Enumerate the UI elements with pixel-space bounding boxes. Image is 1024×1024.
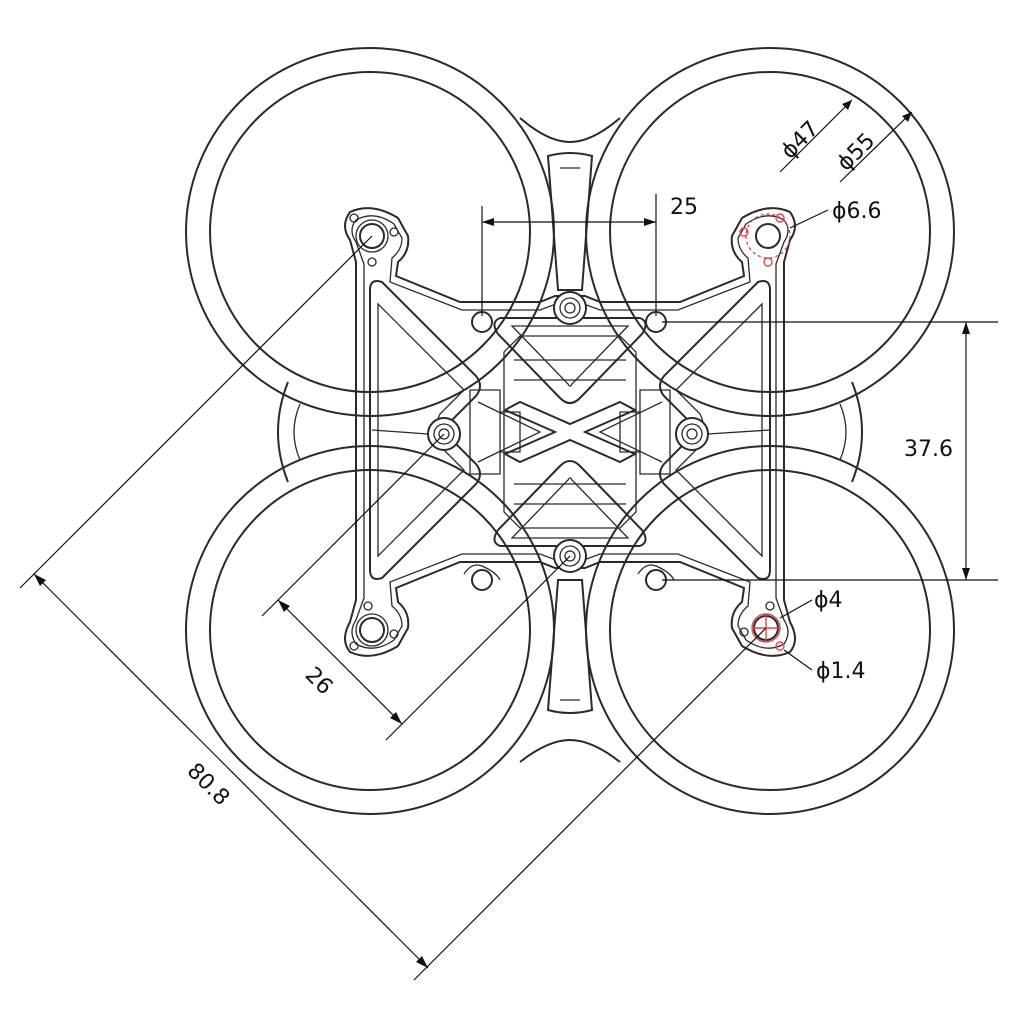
right-inner-bridge	[839, 403, 847, 461]
hub-right	[675, 417, 709, 451]
label-screw-hole: ϕ4	[814, 588, 843, 613]
motor-screw-top-right-3	[763, 257, 773, 267]
left-inner-bridge	[293, 403, 301, 461]
stack-hole-bottom-left	[471, 569, 493, 591]
motor-screw-bottom-left-2	[389, 629, 399, 639]
motor-mount-hole-bottom-left	[359, 617, 385, 643]
motor-screw-top-left-3	[367, 257, 377, 267]
label-small-hole: ϕ1.4	[816, 659, 866, 684]
small-hole-highlight	[775, 641, 785, 651]
motor-screw-top-left-1	[349, 213, 359, 223]
label-prop-outer: ϕ55	[833, 129, 881, 177]
top-duct-bridge	[519, 117, 621, 144]
motor-mount-hole-top-left	[359, 223, 385, 249]
dimension-labels: ϕ47 ϕ55 ϕ6.6 25 37.6 ϕ4 ϕ1.4 26 80.8	[182, 117, 953, 811]
motor-screw-top-left-2	[389, 227, 399, 237]
label-stack-y: 37.6	[904, 437, 953, 462]
motor-mount-hole-top-right	[755, 223, 781, 249]
dimension-lines	[19, 99, 998, 981]
label-prop-inner: ϕ47	[777, 117, 825, 165]
stack-body	[469, 335, 671, 529]
motor-screw-bottom-right-1	[765, 601, 775, 611]
label-mount-diag: 26	[300, 663, 337, 700]
motor-screw-top-right-1	[739, 227, 749, 237]
center-x	[502, 400, 638, 464]
label-motor-hole: ϕ6.6	[832, 199, 882, 224]
frame-plate	[344, 207, 796, 657]
motor-screw-bottom-right-2	[739, 627, 749, 637]
hub-top	[553, 291, 587, 325]
left-duct-bridge	[277, 381, 289, 483]
left-cutout	[369, 280, 481, 580]
plate-inner-outline	[351, 215, 789, 649]
bottom-duct-bridge	[519, 738, 621, 763]
plate-outline	[344, 207, 796, 657]
motor-screw-top-right-2	[775, 213, 785, 223]
motor-screw-bottom-left-1	[363, 601, 373, 611]
motor-screw-bottom-left-3	[349, 641, 359, 651]
right-duct-bridge	[851, 381, 863, 483]
center-spine	[546, 152, 594, 714]
bottom-cutout	[493, 460, 647, 547]
label-stack-x: 25	[670, 195, 698, 220]
